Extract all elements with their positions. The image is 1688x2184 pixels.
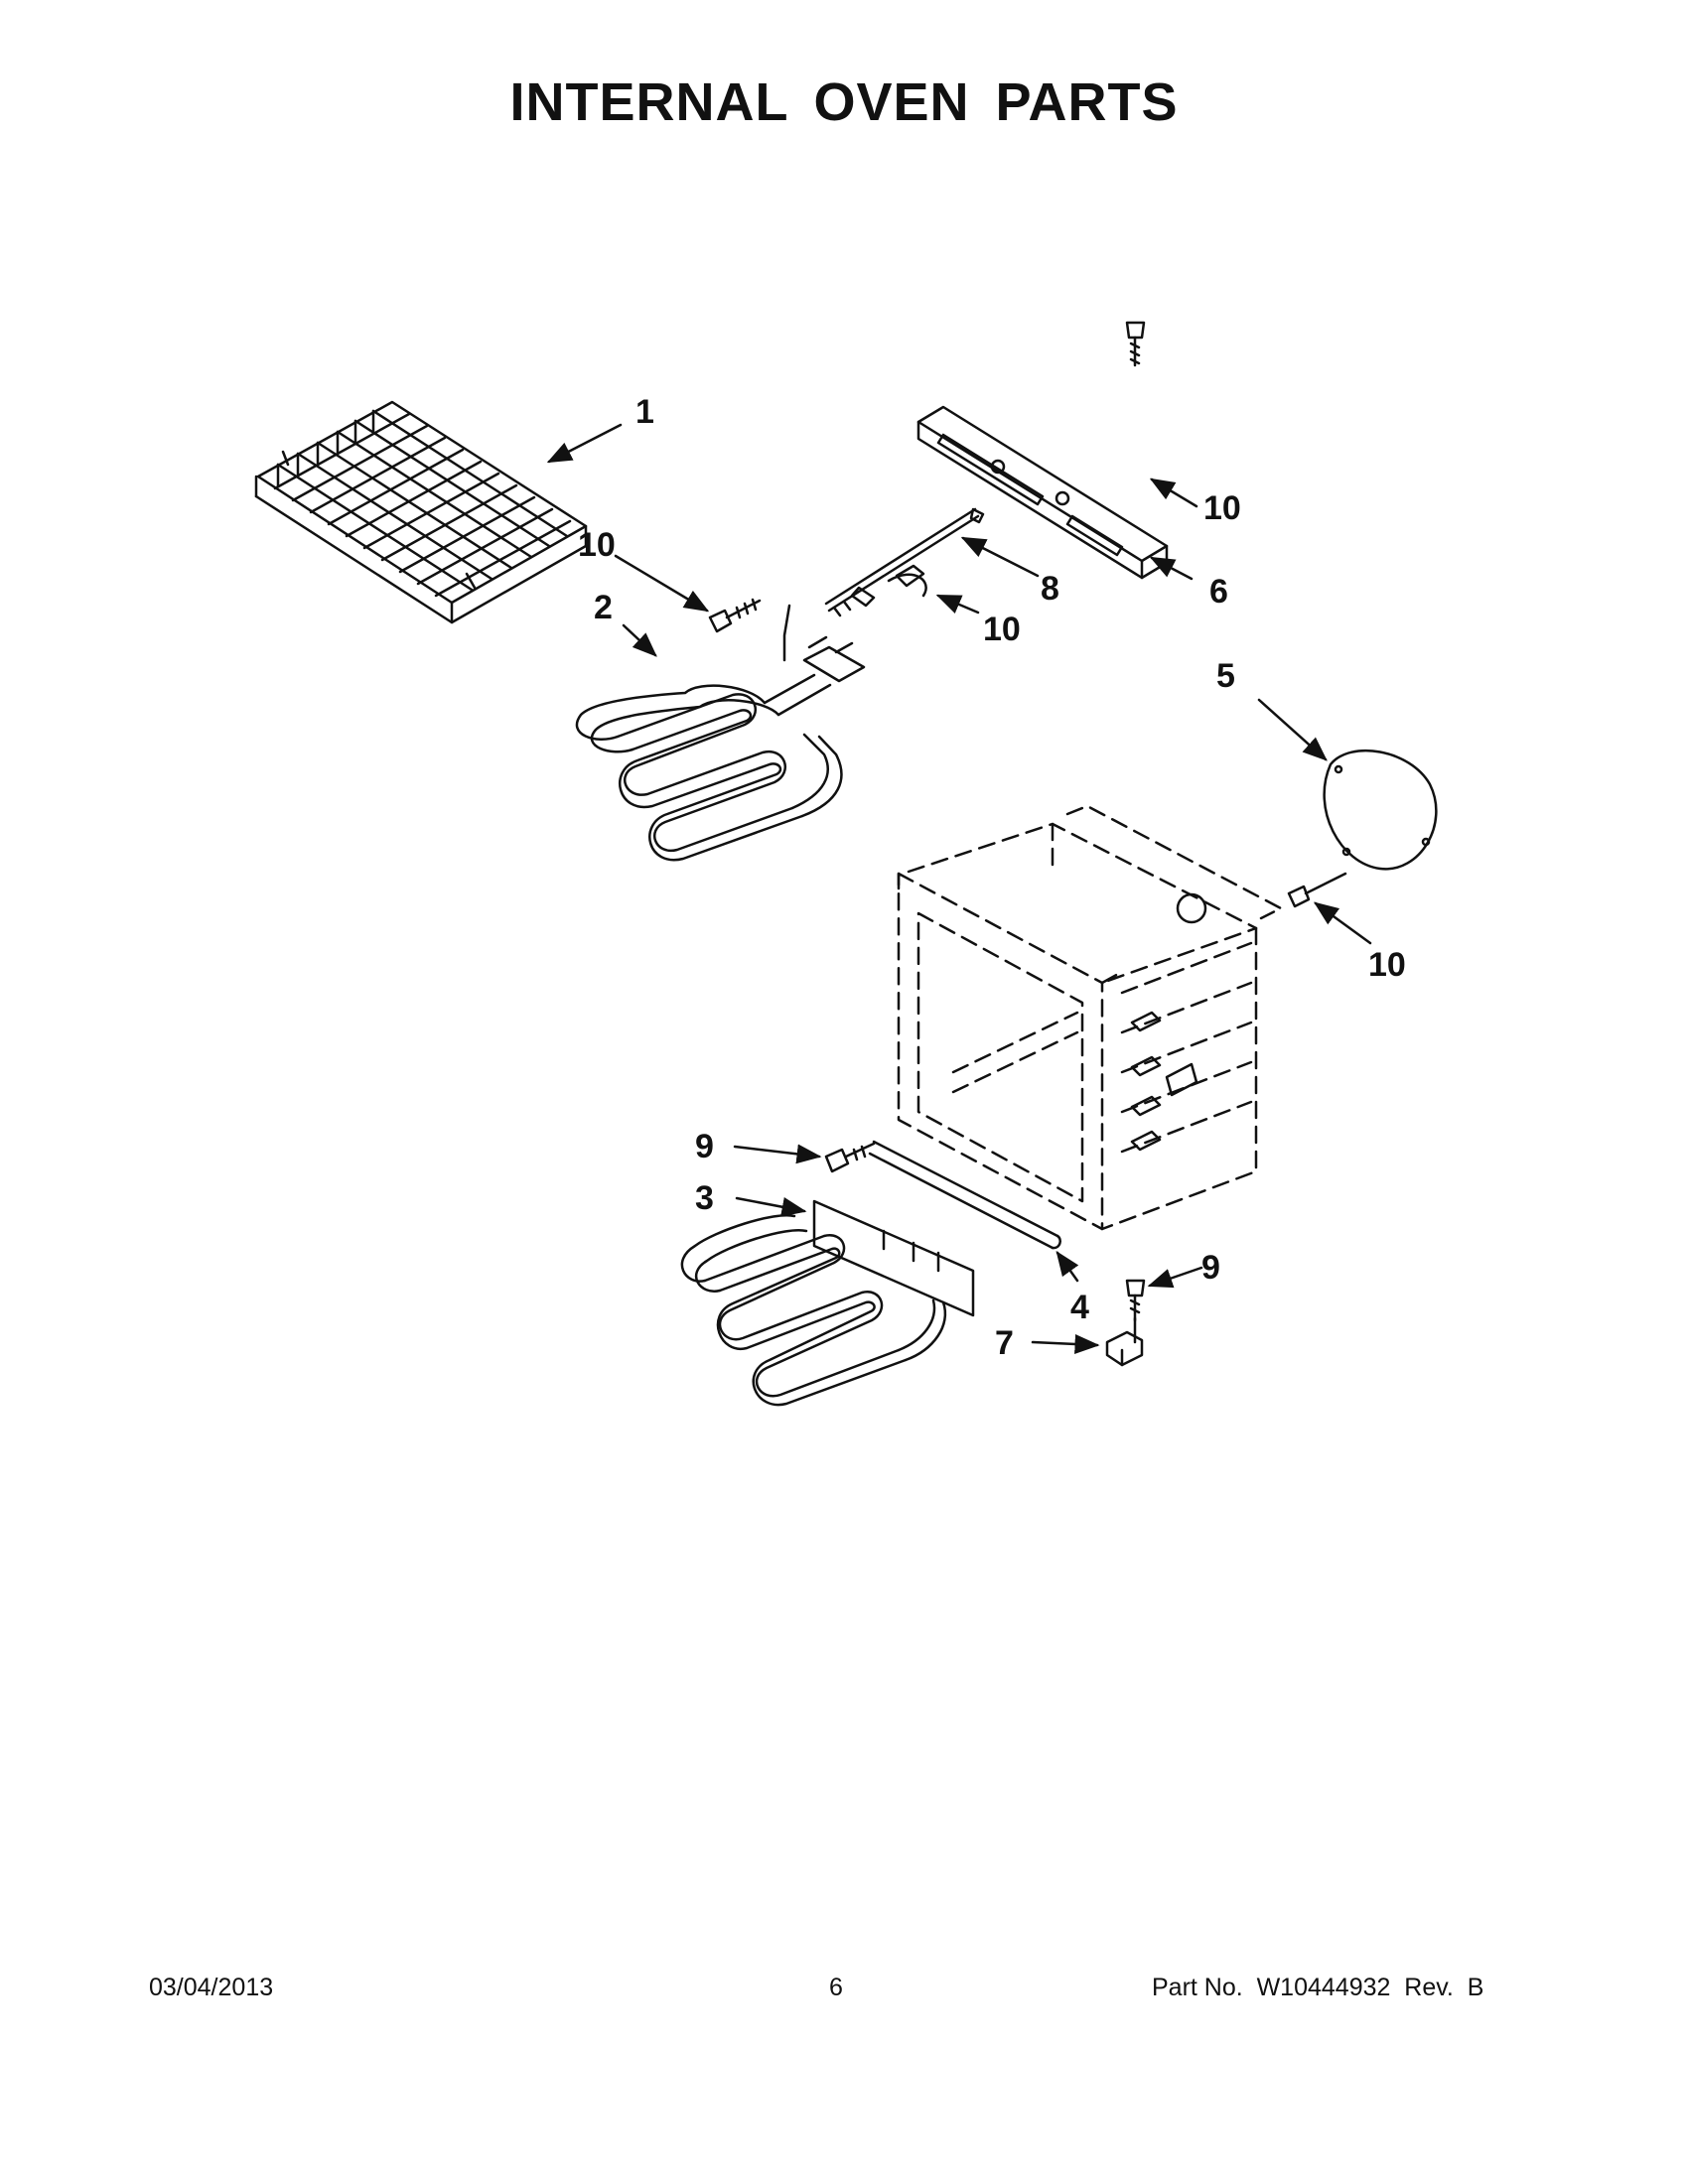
tube-part [868,1140,1061,1250]
callout-3: 3 [695,1179,714,1217]
screw-9-right [1125,1279,1146,1322]
callout-9-left: 9 [695,1128,714,1165]
leader-3 [735,1196,807,1217]
callout-2: 2 [594,589,613,626]
page-footer: 03/04/2013 6 Part No. W10444932 Rev. B [0,1974,1688,2013]
footer-part-number: Part No. W10444932 Rev. B [1152,1974,1484,2001]
leader-9-left [733,1144,822,1164]
screw-10-right [1287,872,1347,908]
leader-5 [1257,698,1328,761]
leader-9-right [1147,1266,1203,1289]
callout-10-right: 10 [1368,946,1406,984]
callout-10-mid: 10 [983,611,1021,648]
oven-rack-part [254,400,588,624]
leader-1 [546,423,623,464]
callout-4: 4 [1070,1289,1089,1326]
callout-7: 7 [995,1324,1014,1362]
leader-8 [960,536,1040,578]
leader-7 [1031,1333,1100,1354]
callout-10-top: 10 [1203,489,1241,527]
leader-10-top [1149,478,1198,508]
callout-5: 5 [1216,657,1235,695]
screw-9-left [824,1142,876,1173]
oven-cavity-details [1130,892,1207,1152]
leader-10-right [1313,901,1372,945]
screw-10-top-right [1125,321,1146,367]
oven-cavity-part [897,804,1283,1231]
page-title: INTERNAL OVEN PARTS [509,72,1179,132]
leader-2 [622,623,657,657]
callout-10-left: 10 [578,526,616,564]
upper-bracket-part [916,405,1169,580]
callout-8: 8 [1041,570,1059,608]
screw-10-left [708,598,762,633]
leader-6 [1149,556,1194,581]
callout-6: 6 [1209,573,1228,611]
leader-10-mid [935,594,980,614]
callout-labels: 1 10 2 8 10 6 10 5 10 9 3 4 9 7 [578,393,1406,1362]
footer-date: 03/04/2013 [149,1974,274,2001]
footer-page-number: 6 [829,1974,843,2001]
leader-10-left [614,554,710,613]
leader-lines [546,423,1372,1354]
bake-element-part [680,1199,975,1407]
callout-9-right: 9 [1201,1249,1220,1287]
leader-4 [1055,1250,1079,1283]
broil-element-part [575,604,866,862]
callout-1: 1 [635,393,654,431]
cover-plate-part [1323,750,1438,871]
sensor-probe-part [824,507,985,617]
clip-part [1105,1316,1144,1367]
